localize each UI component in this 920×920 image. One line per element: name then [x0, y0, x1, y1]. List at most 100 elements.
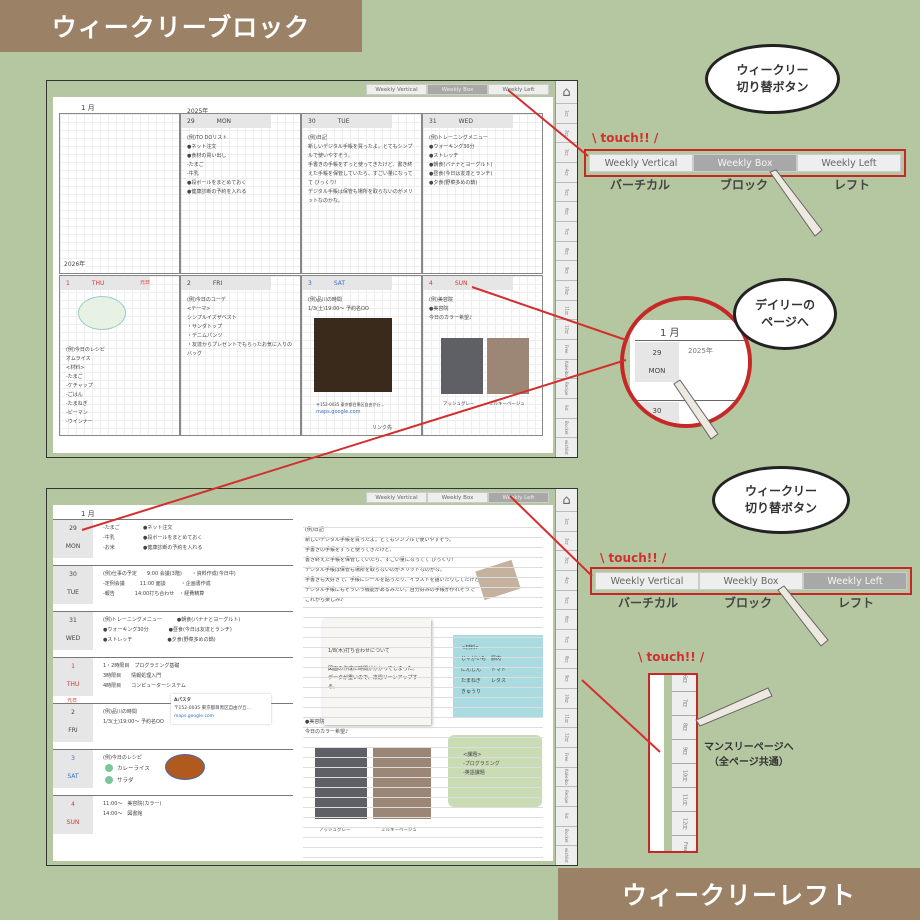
- weekly-vertical-button[interactable]: Weekly Vertical: [366, 84, 427, 95]
- side-tab[interactable]: 11月: [556, 707, 577, 728]
- side-tab[interactable]: wishlist: [556, 845, 577, 865]
- side-tab[interactable]: 6月: [556, 609, 577, 629]
- weekly-vertical-button[interactable]: Weekly Vertical: [595, 572, 699, 590]
- link-note: リンク先: [372, 425, 393, 431]
- salon-text[interactable]: ●美容院 今日のカラー希望♪: [305, 719, 349, 735]
- side-tab[interactable]: 1月: [556, 103, 577, 123]
- side-tab[interactable]: 10月: [556, 688, 577, 708]
- map-link[interactable]: maps.google.com: [316, 409, 361, 415]
- side-tab[interactable]: list: [556, 398, 577, 418]
- weekly-left-button[interactable]: Weekly Left: [488, 492, 549, 503]
- home-icon[interactable]: ⌂: [562, 84, 571, 100]
- side-tab[interactable]: Free: [556, 747, 577, 767]
- month-tab[interactable]: 7月: [672, 691, 696, 715]
- month-tab[interactable]: 6月: [672, 675, 696, 691]
- month-tab[interactable]: 9月: [672, 739, 696, 763]
- weekly-box-button[interactable]: Weekly Box: [693, 154, 797, 172]
- side-tab[interactable]: 11月: [556, 299, 577, 320]
- ingredients-note[interactable]: <材料> じゃがいも 豚肉 にんじん トマト たまねぎ レタス きゅうり: [453, 635, 543, 717]
- side-tab[interactable]: Free: [556, 339, 577, 359]
- day-number: 1: [66, 279, 70, 287]
- ruled-line: [303, 817, 543, 818]
- weekly-left-button[interactable]: Weekly Left: [797, 154, 901, 172]
- side-tab[interactable]: 9月: [556, 668, 577, 688]
- map-link[interactable]: maps.google.com: [174, 714, 215, 719]
- side-tab[interactable]: 7月: [556, 221, 577, 241]
- side-tab[interactable]: Bucket: [556, 825, 577, 846]
- month-tab[interactable]: 10月: [672, 763, 696, 787]
- side-tab[interactable]: 4月: [556, 162, 577, 182]
- side-tab[interactable]: 5月: [556, 181, 577, 202]
- side-tab[interactable]: Kakeibo: [556, 358, 577, 379]
- side-tab[interactable]: 3月: [556, 142, 577, 162]
- month-tab[interactable]: 12月: [672, 811, 696, 835]
- hair-photo[interactable]: [441, 338, 483, 394]
- side-tab[interactable]: 8月: [556, 648, 577, 669]
- side-tab[interactable]: Bucket: [556, 417, 577, 438]
- weekly-vertical-button[interactable]: Weekly Vertical: [589, 154, 693, 172]
- weekly-left-button[interactable]: Weekly Left: [488, 84, 549, 95]
- side-tab[interactable]: wishlist: [556, 437, 577, 457]
- side-tab[interactable]: 2月: [556, 122, 577, 143]
- weekly-box-button[interactable]: Weekly Box: [427, 492, 488, 503]
- side-tab[interactable]: Recipe: [556, 786, 577, 806]
- home-icon[interactable]: ⌂: [562, 492, 571, 508]
- month-tab[interactable]: Free: [672, 835, 696, 851]
- memo-cell[interactable]: [59, 113, 180, 274]
- day-30-link[interactable]: 30: [635, 402, 679, 424]
- side-tab[interactable]: 2月: [556, 530, 577, 551]
- month-tab[interactable]: 11月: [672, 787, 696, 811]
- side-tab[interactable]: 9月: [556, 260, 577, 280]
- side-tab[interactable]: 5月: [556, 589, 577, 610]
- weekly-vertical-button[interactable]: Weekly Vertical: [366, 492, 427, 503]
- side-tab[interactable]: 12月: [556, 727, 577, 747]
- side-tab[interactable]: list: [556, 806, 577, 826]
- weekly-box-button[interactable]: Weekly Box: [699, 572, 803, 590]
- diary-text[interactable]: (例)日記 新しいデジタル手帳を買ったよ。とてもシンプルで使いやすそう。 手書き…: [305, 527, 485, 603]
- side-tab[interactable]: 6月: [556, 201, 577, 221]
- side-tab[interactable]: 10月: [556, 280, 577, 300]
- month-tab[interactable]: 8月: [672, 715, 696, 739]
- photo-caption: アッシュグレー: [319, 828, 351, 833]
- side-tab[interactable]: 8月: [556, 240, 577, 261]
- map-card[interactable]: Aパスタ〒152-0035 東京都目黒区自由が丘…maps.google.com: [171, 694, 271, 724]
- hair-photo[interactable]: [487, 338, 529, 394]
- side-tab[interactable]: 4月: [556, 570, 577, 590]
- restaurant-photo[interactable]: [314, 318, 392, 392]
- weekly-box-button[interactable]: Weekly Box: [427, 84, 488, 95]
- year-label: 2025年: [187, 108, 209, 115]
- side-tab[interactable]: Kakeibo: [556, 766, 577, 787]
- side-tab[interactable]: 1月: [556, 511, 577, 531]
- weekly-left-button[interactable]: Weekly Left: [803, 572, 907, 590]
- side-tab[interactable]: 7月: [556, 629, 577, 649]
